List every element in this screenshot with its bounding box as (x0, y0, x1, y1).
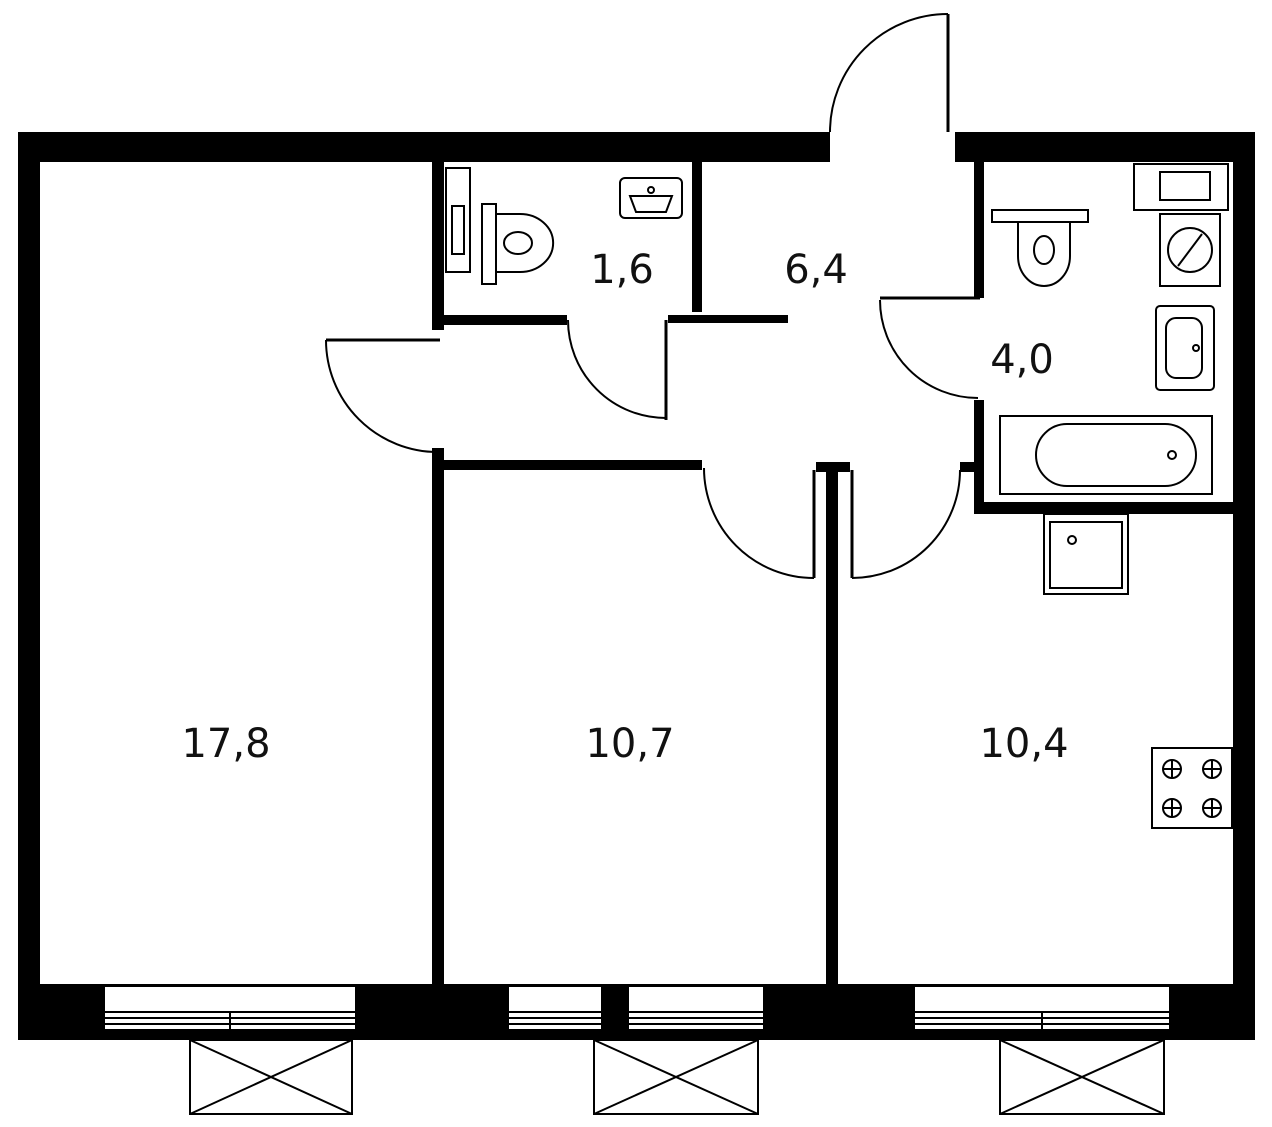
room-2-area: 10,7 (585, 721, 674, 767)
bathroom-area: 4,0 (990, 337, 1054, 383)
kitchen-sink-icon (1043, 513, 1129, 595)
bathroom-door (879, 296, 980, 399)
entrance-door (829, 13, 950, 133)
interior-walls (432, 162, 1233, 984)
doors (325, 13, 980, 579)
kitchen-door (850, 469, 961, 579)
window-kitchen (913, 985, 1171, 1115)
hall-area: 6,4 (784, 247, 848, 293)
room-1-area: 17,8 (181, 721, 270, 767)
room-labels: 17,8 10,7 10,4 1,6 6,4 4,0 (181, 247, 1068, 767)
bathroom-sink-icon (1155, 305, 1215, 391)
window-room-2 (507, 985, 765, 1115)
bathtub-icon (999, 415, 1213, 495)
windows (103, 985, 1171, 1115)
fixtures (445, 163, 1233, 829)
room-1-door (325, 338, 440, 453)
room-2-door (703, 467, 816, 579)
washing-machine-icon (1159, 213, 1221, 287)
wc-door (567, 319, 668, 420)
bathroom-toilet-icon (991, 209, 1089, 287)
wc-sink-icon (619, 177, 683, 219)
window-room-1 (103, 985, 357, 1115)
stove-icon (1151, 747, 1233, 829)
wc-area: 1,6 (590, 247, 654, 293)
kitchen-area: 10,4 (979, 721, 1068, 767)
wc-toilet-icon (445, 167, 555, 285)
cabinet-icon (1133, 163, 1229, 211)
